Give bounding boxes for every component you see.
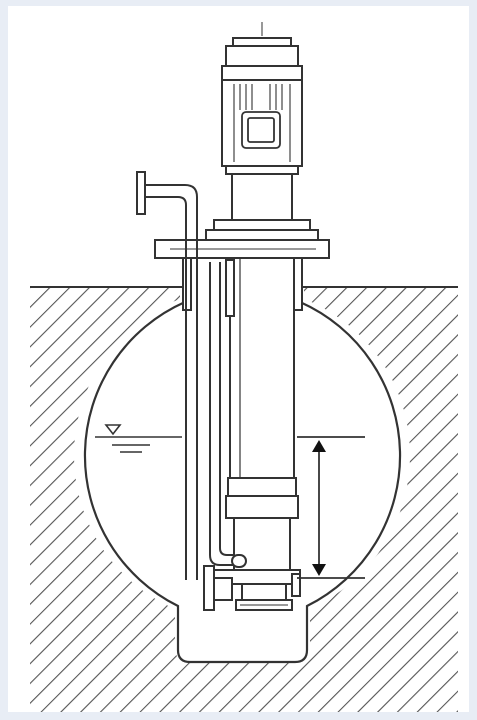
motor-cooling-fins	[233, 84, 291, 162]
support-column	[182, 257, 303, 479]
water-level	[95, 436, 182, 453]
diagram-frame	[8, 6, 469, 712]
volute-flange	[203, 565, 301, 611]
level-range-dimension	[297, 436, 365, 579]
motor-terminal-box	[241, 111, 281, 149]
pump-diagram	[30, 22, 458, 712]
motor-stool	[205, 173, 319, 241]
water-level-icon	[104, 424, 122, 436]
base-plate	[154, 239, 330, 259]
pump-casing	[225, 477, 299, 571]
motor	[221, 37, 303, 175]
discharge-pipe	[136, 171, 240, 580]
